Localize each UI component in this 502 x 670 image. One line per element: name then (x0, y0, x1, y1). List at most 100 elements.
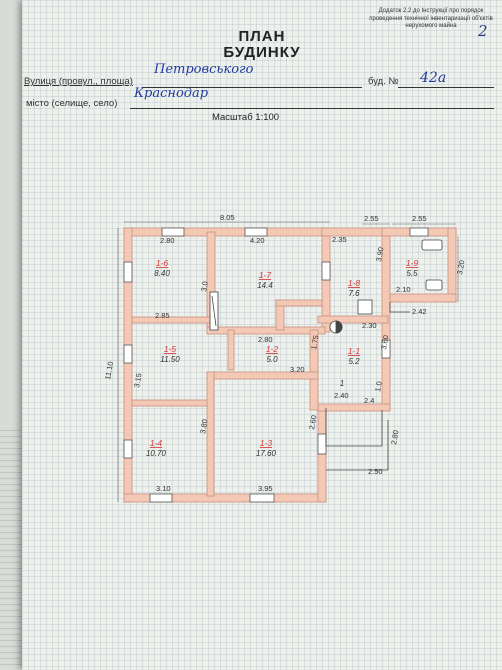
house-value: 42а (420, 70, 447, 86)
room-area: 7.6 (348, 289, 360, 298)
window (321, 261, 331, 281)
window (123, 261, 133, 283)
room-id: 1 (340, 379, 344, 388)
dim-annex-a: 2.55 (364, 214, 379, 223)
room-area: 5.2 (348, 357, 360, 366)
city-line (130, 108, 494, 109)
dim-320: 3.20 (290, 365, 305, 374)
dim-280b: 2.80 (258, 335, 273, 344)
window (161, 227, 185, 237)
wall-int-10 (275, 299, 323, 307)
room-id: 1-1 (348, 346, 361, 356)
room-area: 8.40 (154, 269, 170, 278)
room-area: 11.50 (160, 355, 180, 364)
wall-int-2 (131, 316, 213, 324)
room-id: 1-6 (156, 258, 169, 268)
street-value: Петровського (154, 62, 254, 77)
dim-annex-320: 3.20 (455, 259, 466, 275)
dim-porch-10: 1.0 (373, 381, 384, 393)
page-edge-underneath (0, 0, 26, 670)
dim-porch-24: 2.4 (364, 396, 374, 405)
room-id: 1-5 (164, 344, 177, 354)
dim-260: 2.60 (307, 414, 318, 430)
wall-int-3 (206, 326, 326, 335)
dimension-labels: 8.05 2.80 4.20 2.35 2.55 2.55 11.10 3.15… (103, 213, 466, 493)
scale-label: Масштаб 1:100 (212, 112, 280, 123)
room-area: 5.0 (266, 355, 278, 364)
dim-step-250: 2.50 (368, 467, 383, 476)
windows (123, 227, 429, 503)
room-id: 1-9 (406, 258, 419, 268)
city-value: Краснодар (134, 86, 209, 101)
fixtures (117, 221, 459, 502)
room: 1-5 11.50 (160, 344, 180, 364)
dim-285: 2.85 (155, 311, 170, 320)
dim-annex-b: 2.55 (412, 214, 427, 223)
page-number: 2 (478, 22, 488, 40)
room: 1-8 7.6 (348, 278, 361, 298)
dim-310b: 3.10 (156, 484, 171, 493)
dim-annex-210: 2.10 (396, 285, 411, 294)
room: 1-2 5.0 (266, 344, 279, 364)
title-line-1: ПЛАН (238, 28, 286, 45)
wall-int-8 (206, 371, 215, 497)
room-labels: 1-6 8.40 1-7 14.4 1-8 7.6 1-9 5.5 1-5 11… (146, 258, 418, 458)
room-id: 1-8 (348, 278, 361, 288)
window (123, 344, 133, 364)
room: 1-4 10.70 (146, 438, 167, 458)
wall-top (123, 227, 331, 237)
cooker-icon (357, 299, 373, 315)
wall-mid-right (317, 315, 389, 324)
room-area: 5.5 (406, 269, 418, 278)
annex-right (447, 227, 457, 303)
wall-int-6 (131, 399, 209, 407)
dim-porch-240: 2.40 (334, 391, 349, 400)
dim-top-mid: 4.20 (250, 236, 265, 245)
wall-right-lower (317, 407, 327, 503)
room-id: 1-4 (150, 438, 163, 448)
wall-porch-top (317, 403, 391, 412)
window (409, 227, 429, 237)
wall-int-4 (227, 329, 235, 371)
house-line (398, 87, 494, 88)
annex-bottom (389, 293, 457, 303)
room: 1-3 17.60 (256, 438, 277, 458)
window (249, 493, 275, 503)
room-area: 10.70 (146, 449, 167, 458)
grid-sheet-underneath (0, 430, 22, 670)
dim-step-280: 2.80 (389, 429, 400, 445)
dim-top-right-inner: 2.35 (332, 235, 347, 244)
bathtub-icon (421, 239, 443, 251)
room: 1 (340, 379, 344, 388)
dim-175: 1.75 (309, 334, 320, 350)
room: 1-6 8.40 (154, 258, 170, 278)
dim-360: 3.60 (379, 334, 390, 350)
window (244, 227, 268, 237)
room-id: 1-7 (259, 270, 272, 280)
dim-left-mid: 3.15 (132, 372, 143, 388)
city-label: місто (селище, село) (26, 98, 118, 109)
window (381, 339, 391, 359)
dim-30: 3.0 (199, 281, 210, 293)
room: 1-9 5.5 (406, 258, 419, 278)
dim-380: 3.80 (198, 418, 209, 434)
sink-icon (425, 279, 443, 291)
dim-top-total: 8.05 (220, 213, 235, 222)
porch-outline (325, 408, 383, 447)
wall-int-5 (309, 329, 319, 411)
stove-hatch (211, 295, 217, 327)
dim-230: 2.30 (362, 321, 377, 330)
house-label: буд. № (368, 76, 399, 87)
dim-left-side: 11.10 (103, 361, 115, 381)
window (123, 439, 133, 459)
street-line (142, 87, 362, 88)
room-area: 14.4 (257, 281, 273, 290)
dim-395: 3.95 (258, 484, 273, 493)
room: 1-7 14.4 (257, 270, 273, 290)
dim-annex-242: 2.42 (412, 307, 427, 316)
room-area: 17.60 (256, 449, 277, 458)
room: 1-1 5.2 (348, 346, 361, 366)
window (317, 433, 327, 455)
title-line-2: БУДИНКУ (223, 44, 301, 61)
